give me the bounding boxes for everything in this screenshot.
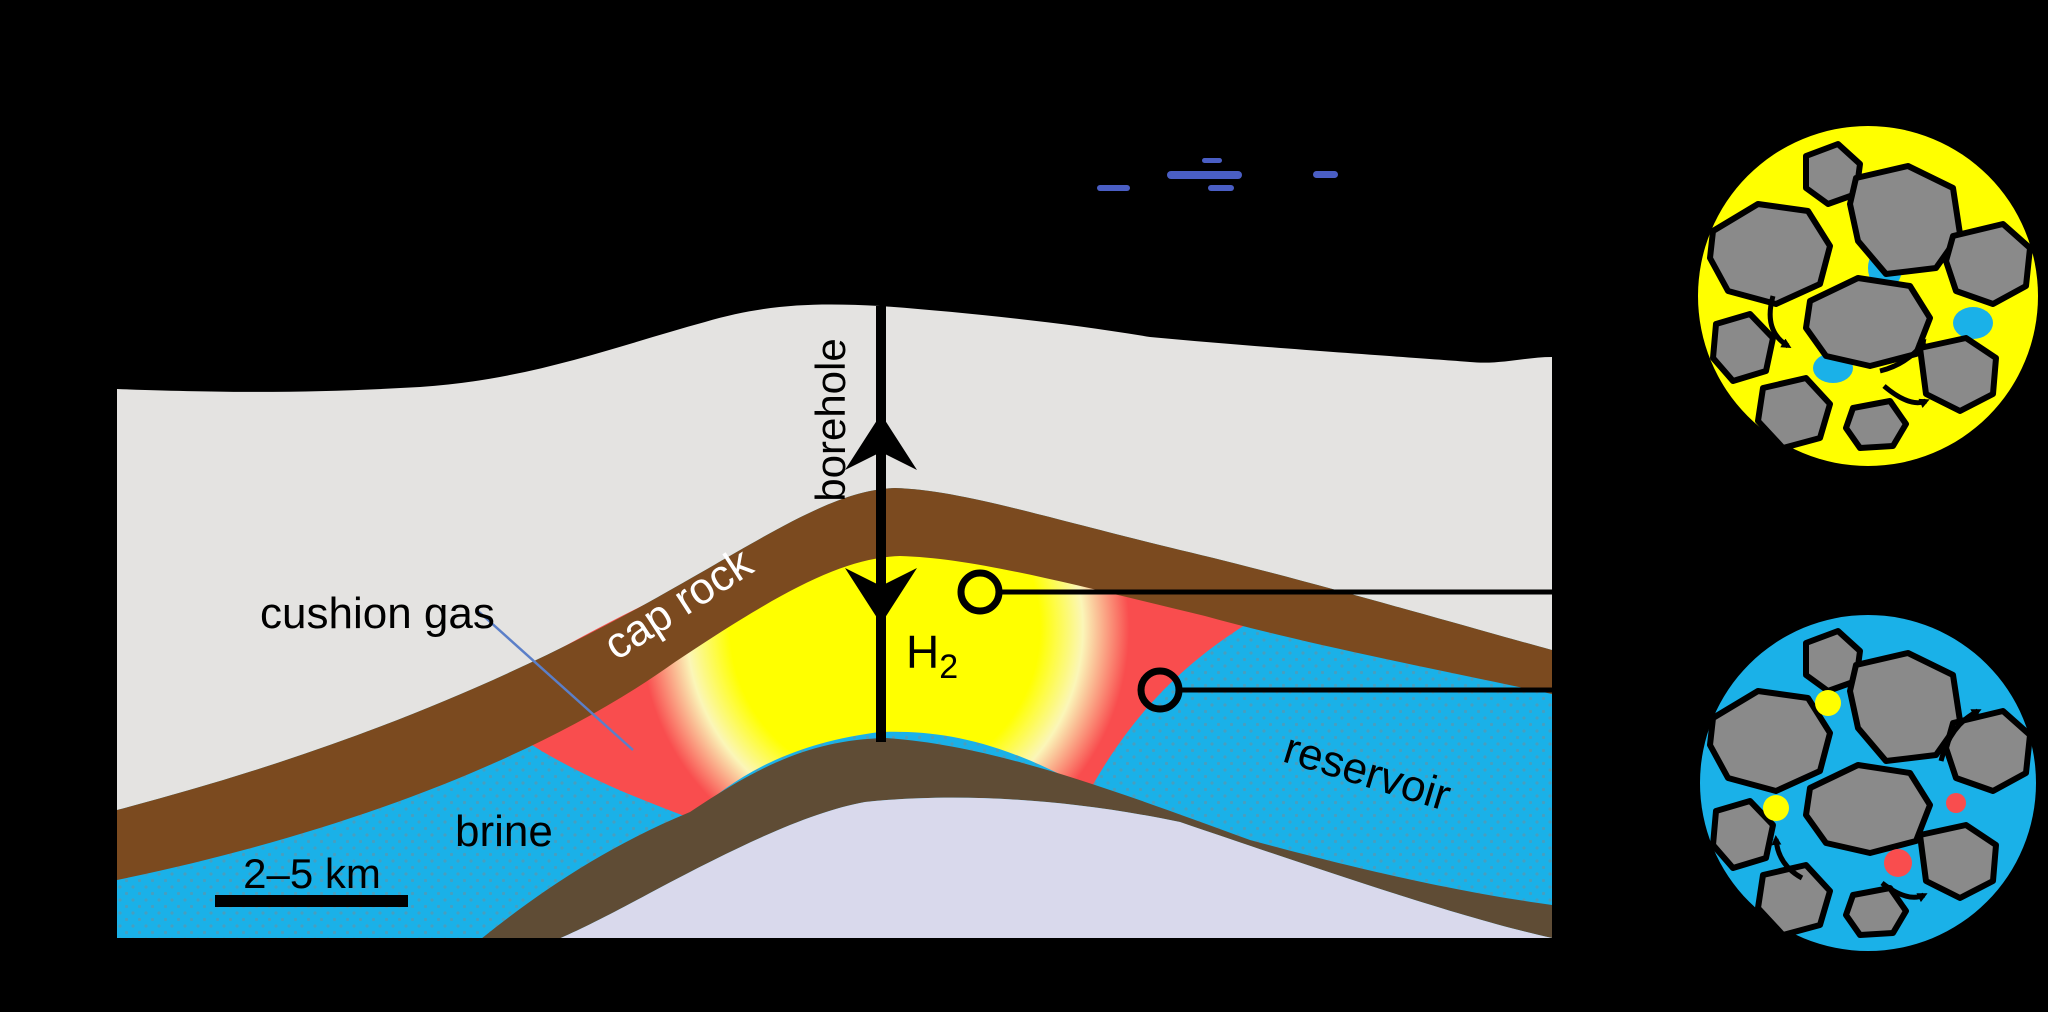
gas-flow-arrows <box>1767 295 1930 408</box>
label-cushion-gas: cushion gas <box>260 589 495 638</box>
blue-dash <box>1202 158 1222 163</box>
hydrogen-bubbles <box>1763 690 1841 821</box>
cap-rock-layer <box>117 488 1552 880</box>
blue-dash <box>1313 171 1338 178</box>
brine-flow-arrows <box>1771 708 1982 903</box>
blue-dash <box>1167 171 1242 179</box>
blue-dash-marks <box>1097 158 1338 191</box>
inset-brine-saturated-pore-space <box>1700 615 2036 951</box>
label-h2: H2 <box>906 626 958 686</box>
borehole-down-arrow <box>845 568 917 624</box>
label-brine: brine <box>455 807 553 856</box>
pore-callout-brine-zone <box>1137 667 1552 713</box>
blue-dash <box>1208 185 1234 191</box>
cushion-gas-bubbles <box>1884 793 1966 877</box>
borehole-up-arrow <box>845 414 917 470</box>
label-scale: 2–5 km <box>243 850 381 897</box>
blue-dash <box>1097 185 1130 191</box>
cushion-gas-leader-line <box>477 610 634 751</box>
cross-section: cushion gas cap rock borehole H2 brine r… <box>117 304 1552 938</box>
lower-seal-layer <box>482 738 1552 938</box>
scale-bar <box>215 895 408 907</box>
inset-gas-saturated-pore-space <box>1698 126 2038 466</box>
pore-callout-gas-zone <box>957 569 1552 615</box>
basement-layer <box>560 797 1552 938</box>
borehole-well <box>845 306 917 742</box>
label-borehole: borehole <box>807 338 854 501</box>
